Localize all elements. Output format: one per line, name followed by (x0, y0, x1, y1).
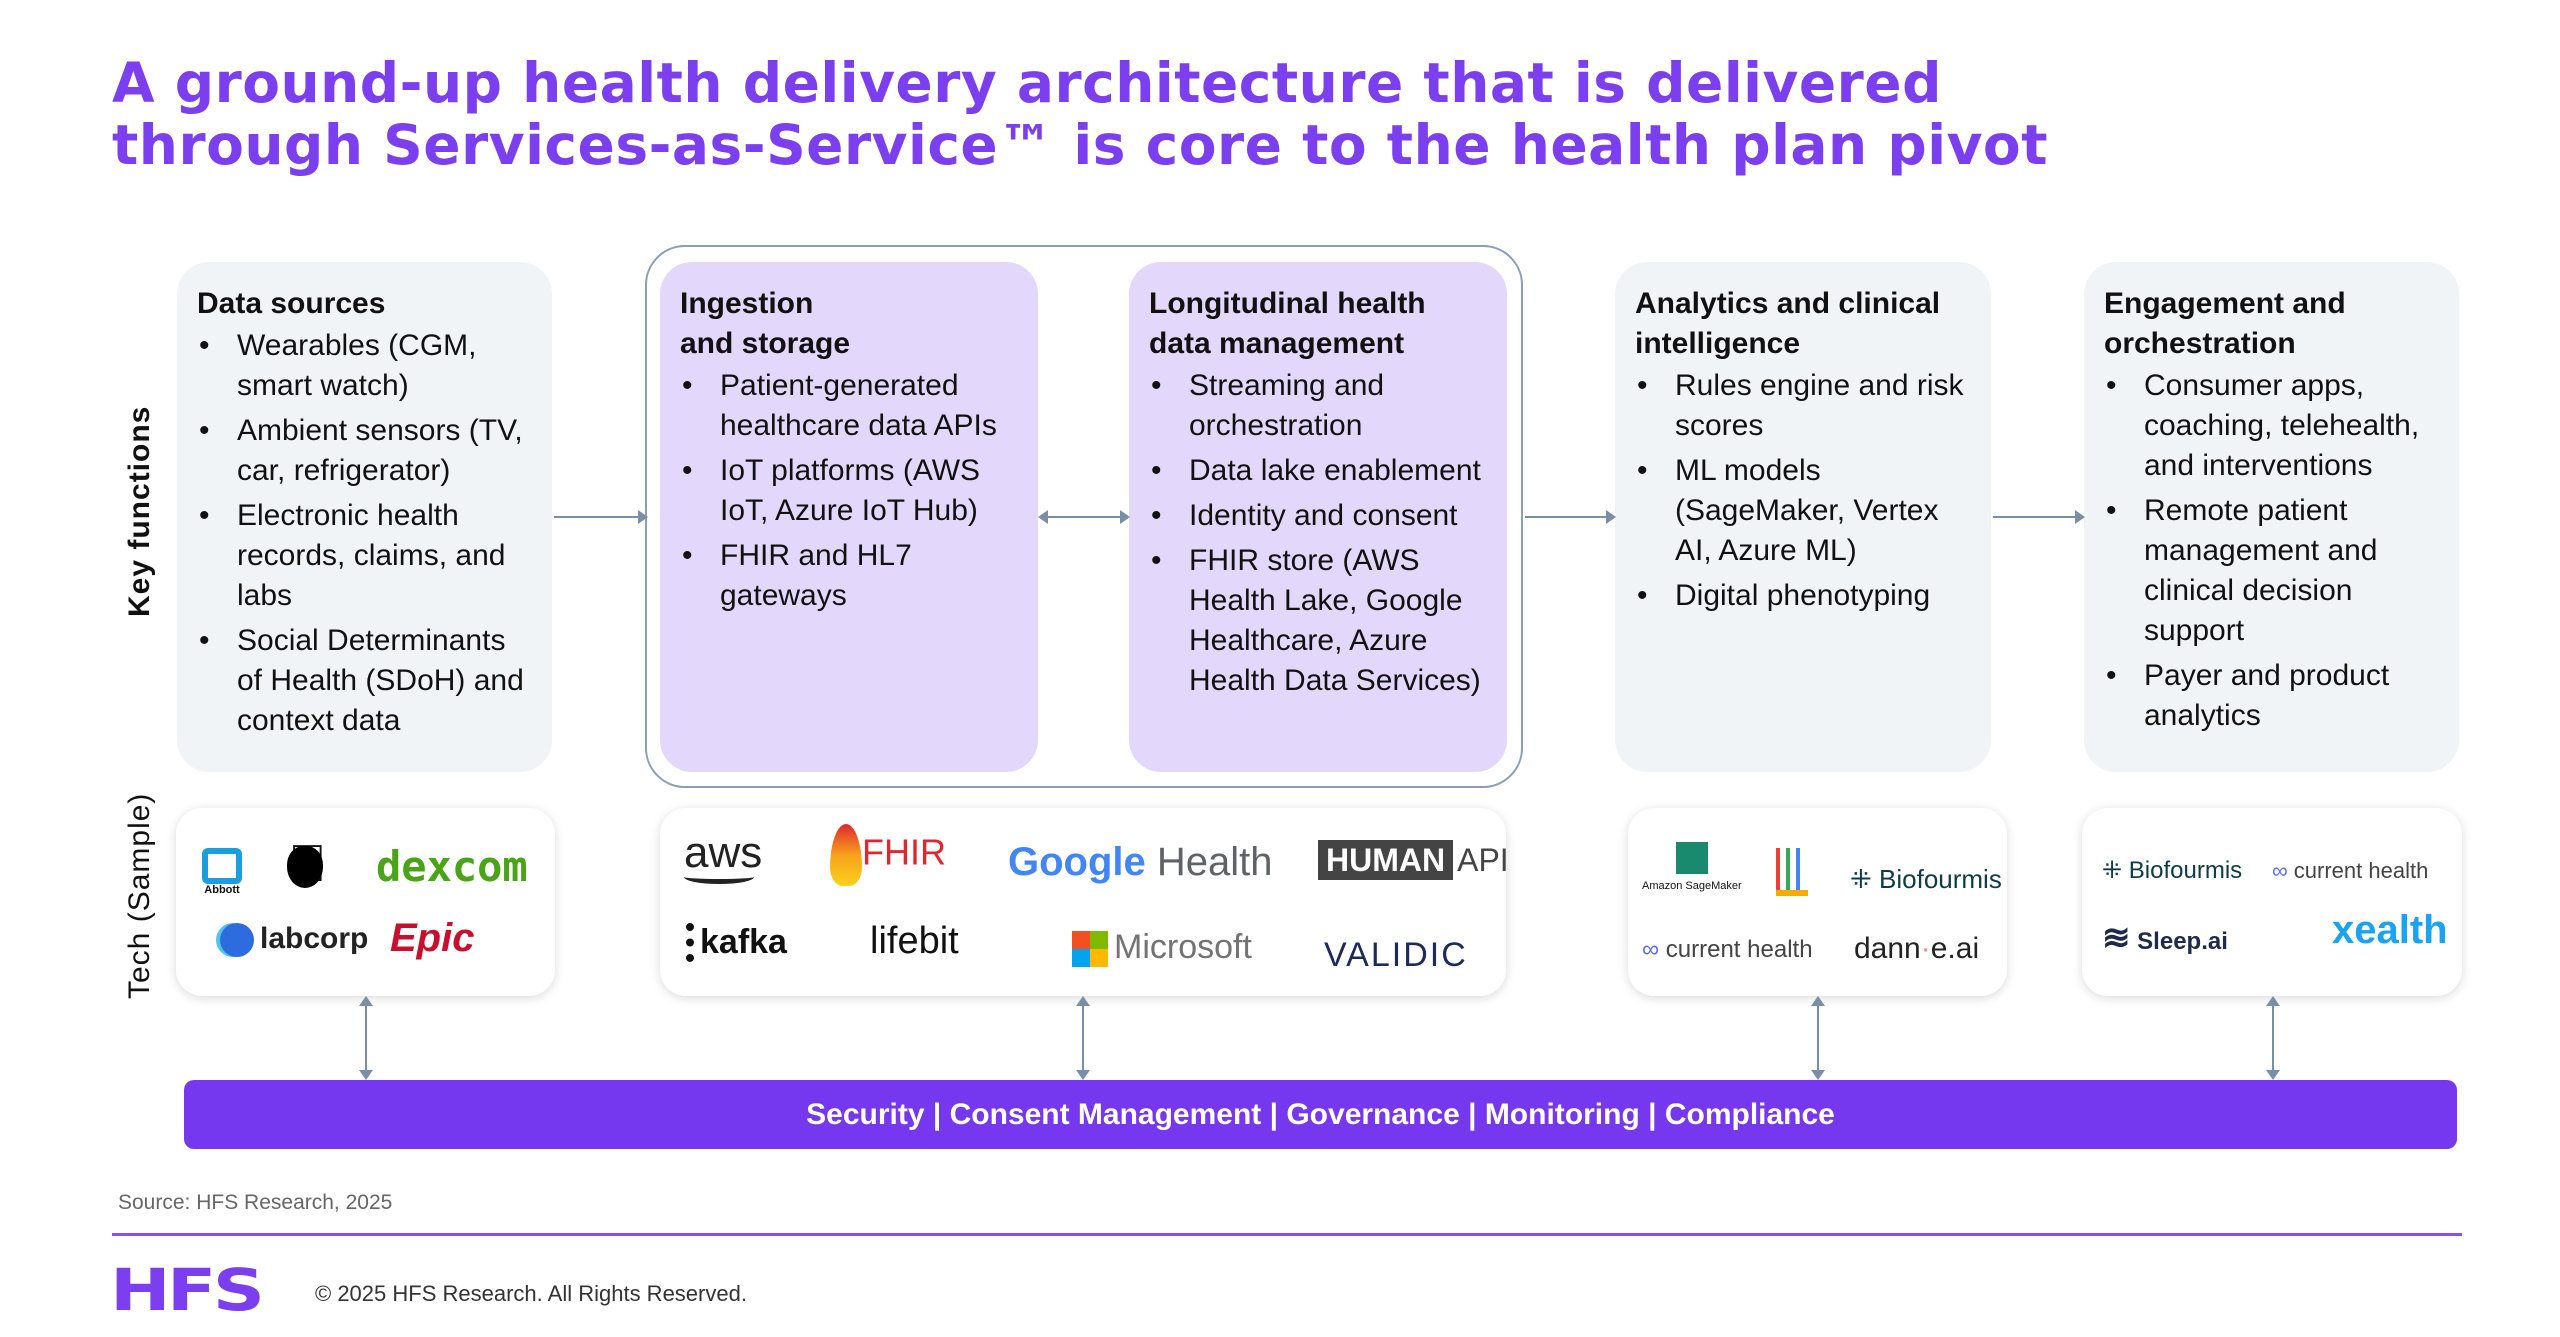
source-note: Source: HFS Research, 2025 (118, 1191, 393, 1214)
arrow-vertical (1811, 996, 1825, 1080)
current-health-logo: ∞ current health (2272, 858, 2429, 883)
column-ingestion-storage: Ingestion and storage Patient-generated … (660, 262, 1038, 772)
kafka-logo: kafka (686, 923, 787, 962)
microsoft-icon (1072, 931, 1108, 968)
arrow-vertical (2266, 996, 2280, 1080)
tech-logos-analytics: Amazon SageMaker ⁜ Biofourmis ∞ current … (1628, 808, 2007, 996)
dannie-ai-logo: dann·e.ai (1854, 932, 1980, 965)
tech-logos-engagement: ⁜ Biofourmis ∞ current health ≋ Sleep.ai… (2082, 808, 2462, 996)
xealth-logo: xealth (2332, 908, 2448, 952)
footer-divider (112, 1233, 2462, 1236)
abbott-logo: Abbott (200, 848, 244, 896)
arrow-right (554, 510, 648, 524)
key-functions-label: Key functions (123, 405, 156, 617)
tech-logos-data-sources: Abbott  dexcom labcorp Epic (176, 808, 555, 996)
apple-logo:  (287, 834, 327, 894)
validic-logo: VALIDIC (1324, 936, 1468, 974)
column-longitudinal-data: Longitudinal health data management Stre… (1129, 262, 1507, 772)
copyright: © 2025 HFS Research. All Rights Reserved… (315, 1281, 747, 1306)
page-title: A ground-up health delivery architecture… (112, 51, 2049, 177)
google-health-logo: Google Health (1008, 840, 1273, 884)
vertex-ai-icon (1776, 848, 1808, 896)
labcorp-logo: labcorp (220, 922, 368, 958)
abbott-icon (202, 848, 242, 884)
current-health-logo: ∞ current health (1642, 936, 1813, 963)
hfs-logo: HFS (110, 1256, 265, 1324)
governance-bar: Security | Consent Management | Governan… (184, 1080, 2457, 1149)
arrow-right (1525, 510, 1616, 524)
column-data-sources: Data sources Wearables (CGM, smart watch… (177, 262, 552, 772)
column-engagement: Engagement and orchestration Consumer ap… (2084, 262, 2459, 772)
epic-logo: Epic (390, 916, 475, 960)
aws-smile-icon (684, 870, 754, 884)
biofourmis-logo: ⁜ Biofourmis (1850, 864, 2002, 894)
flame-icon (830, 824, 862, 886)
arrow-bidirectional (1038, 510, 1130, 524)
column-analytics: Analytics and clinical intelligence Rule… (1615, 262, 1991, 772)
lifebit-logo: lifebit (870, 920, 959, 962)
arrow-vertical (359, 996, 373, 1080)
tech-sample-label: Tech (Sample) (123, 792, 156, 999)
arrow-vertical (1076, 996, 1090, 1080)
fhir-logo: FHIR (830, 824, 946, 886)
aws-logo: aws (684, 828, 762, 884)
sagemaker-logo: Amazon SageMaker (1642, 842, 1742, 892)
microsoft-logo: Microsoft (1072, 928, 1252, 968)
labcorp-icon (220, 923, 254, 958)
arrow-right (1993, 510, 2085, 524)
sagemaker-icon (1675, 842, 1708, 874)
biofourmis-logo: ⁜ Biofourmis (2102, 857, 2243, 884)
dexcom-logo: dexcom (376, 842, 528, 891)
sleep-ai-logo: ≋ Sleep.ai (2102, 919, 2228, 957)
